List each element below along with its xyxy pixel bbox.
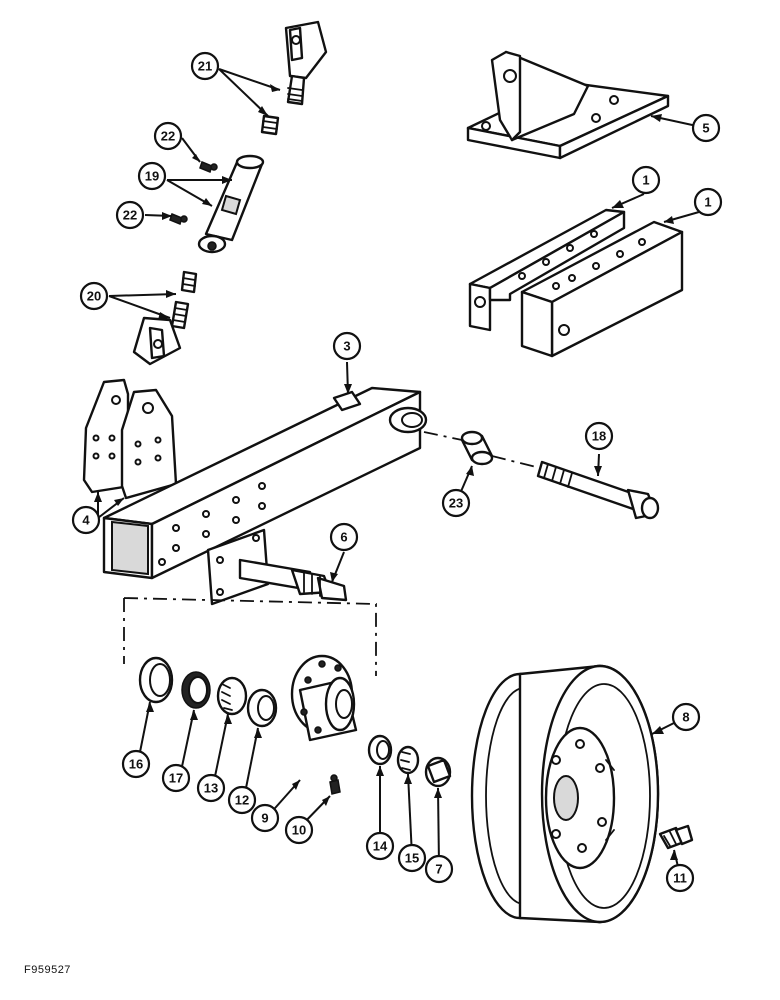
- callout-15: 15: [397, 843, 427, 873]
- callout-label-22-upper: 22: [161, 129, 175, 144]
- callout-21: 21: [190, 51, 220, 81]
- callout-1-lower: 1: [693, 187, 723, 217]
- bushing: [460, 430, 494, 466]
- callout-12: 12: [227, 785, 257, 815]
- callout-label-5: 5: [702, 121, 709, 136]
- callout-13: 13: [196, 773, 226, 803]
- callout-11: 11: [665, 863, 695, 893]
- callout-label-14: 14: [373, 839, 388, 854]
- bolt-guide-line: [423, 431, 541, 469]
- axle-beam: [102, 386, 428, 580]
- callout-label-16: 16: [129, 757, 143, 772]
- callout-3: 3: [332, 331, 362, 361]
- attachment-plates: [82, 378, 178, 500]
- outer-bearing-cone: [396, 745, 420, 775]
- callout-label-17: 17: [169, 771, 183, 786]
- callout-label-1-lower: 1: [704, 195, 711, 210]
- inner-bearing-cup: [246, 688, 278, 728]
- spindle: [206, 528, 348, 606]
- callout-14: 14: [365, 831, 395, 861]
- callout-label-12: 12: [235, 793, 249, 808]
- callout-20: 20: [79, 281, 109, 311]
- lower-clevis-rod-end: [132, 270, 198, 366]
- assembly-guide-line: [123, 597, 377, 676]
- callout-label-23: 23: [449, 496, 463, 511]
- wheel-hub: [290, 654, 358, 742]
- callout-label-11: 11: [673, 871, 687, 886]
- callout-label-20: 20: [87, 289, 101, 304]
- wheel-rim: [470, 664, 660, 924]
- callout-label-9: 9: [261, 811, 268, 826]
- wheel-bolt: [658, 824, 694, 850]
- dust-cap: [424, 756, 452, 788]
- callout-label-19: 19: [145, 169, 159, 184]
- turnbuckle-body: [197, 154, 265, 254]
- callout-label-18: 18: [592, 429, 606, 444]
- mounting-plate: [466, 50, 670, 160]
- callout-8: 8: [671, 702, 701, 732]
- angle-bracket-upper: [468, 208, 626, 332]
- grease-fitting-upper: [199, 161, 218, 173]
- callout-label-7: 7: [435, 862, 442, 877]
- callout-22-lower: 22: [115, 200, 145, 230]
- seal-housing: [138, 656, 174, 704]
- callout-6: 6: [329, 522, 359, 552]
- callout-label-22-lower: 22: [123, 208, 137, 223]
- callout-label-8: 8: [682, 710, 689, 725]
- callout-19: 19: [137, 161, 167, 191]
- callout-18: 18: [584, 421, 614, 451]
- seal-ring: [181, 671, 211, 709]
- callout-1-upper: 1: [631, 165, 661, 195]
- callout-17: 17: [161, 763, 191, 793]
- callout-label-10: 10: [292, 823, 306, 838]
- upper-clevis-rod-end: [260, 20, 328, 136]
- callout-23: 23: [441, 488, 471, 518]
- grease-fitting-lower: [169, 213, 188, 225]
- callout-label-4: 4: [82, 513, 90, 528]
- callout-label-6: 6: [340, 530, 347, 545]
- angle-bracket-lower: [520, 220, 684, 358]
- callout-4: 4: [71, 505, 101, 535]
- leader-arrowheads: [94, 84, 678, 860]
- callout-label-15: 15: [405, 851, 419, 866]
- callout-16: 16: [121, 749, 151, 779]
- callout-label-21: 21: [198, 59, 212, 74]
- callout-9: 9: [250, 803, 280, 833]
- callout-label-1-upper: 1: [642, 173, 649, 188]
- callout-22-upper: 22: [153, 121, 183, 151]
- callout-10: 10: [284, 815, 314, 845]
- figure-id: F959527: [24, 964, 71, 976]
- outer-bearing-cup: [367, 734, 393, 766]
- callout-label-3: 3: [343, 339, 350, 354]
- hub-grease-fitting: [329, 774, 341, 795]
- axle-bolt: [536, 460, 660, 520]
- inner-bearing-cone: [216, 676, 248, 716]
- callout-7: 7: [424, 854, 454, 884]
- callout-label-13: 13: [204, 781, 218, 796]
- callout-5: 5: [691, 113, 721, 143]
